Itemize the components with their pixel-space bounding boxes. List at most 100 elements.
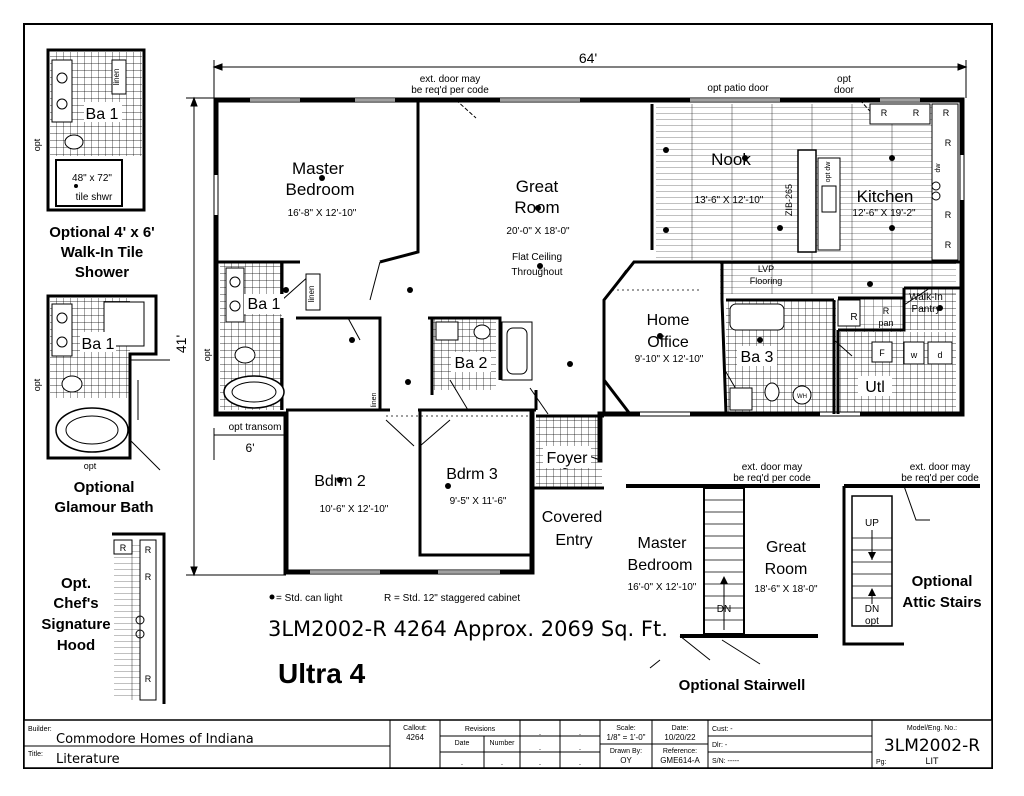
svg-text:Date:: Date: [672, 725, 689, 732]
kitchen-island [817, 157, 841, 251]
stair-great-label: Great [766, 539, 807, 556]
ba2-label: Ba 2 [455, 355, 488, 372]
svg-text:Walk-In Tile: Walk-In Tile [61, 244, 144, 261]
home-office-size: 9'-10" X 12'-10" [635, 354, 704, 365]
great-room-label: Great [516, 177, 559, 196]
svg-text:Number: Number [490, 740, 516, 747]
drawn-by-value: OY [620, 756, 632, 765]
svg-text:R: R [145, 674, 152, 684]
svg-text:Shower: Shower [75, 264, 129, 281]
svg-text:.: . [539, 743, 541, 752]
svg-text:opt dw: opt dw [825, 161, 832, 183]
svg-text:linen: linen [371, 393, 378, 408]
svg-text:.: . [501, 758, 503, 767]
series-title: Ultra 4 [278, 658, 366, 689]
shower-size: 48" x 72" [72, 173, 112, 184]
stairwell-title: Optional Stairwell [679, 677, 806, 694]
svg-text:Model/Eng. No.:: Model/Eng. No.: [907, 725, 957, 732]
svg-text:S/N: -----: S/N: ----- [712, 758, 740, 765]
chefs-hood-title: Opt. [61, 575, 91, 592]
svg-text:R: R [145, 572, 152, 582]
utl-label: Utl [865, 379, 885, 396]
svg-text:dw: dw [935, 163, 942, 173]
kitchen-label: Kitchen [857, 187, 914, 206]
opt-door-note: opt [837, 74, 851, 85]
svg-text:opt: opt [84, 461, 97, 471]
lvp-note: LVP [758, 264, 774, 274]
ba1-label: Ba 1 [248, 296, 281, 313]
glamour-ba1-label: Ba 1 [82, 336, 115, 353]
ba3-label: Ba 3 [741, 349, 774, 366]
title-block: Builder: Commodore Homes of Indiana Titl… [23, 719, 993, 769]
option-glamour-bath: Ba 1 opt opt Optional Glamour Bath [32, 294, 170, 516]
svg-text:tile shwr: tile shwr [76, 192, 113, 203]
svg-text:.: . [461, 758, 463, 767]
svg-text:Pg:: Pg: [876, 759, 887, 766]
svg-text:Attic Stairs: Attic Stairs [902, 594, 981, 611]
attic-stairs-title: Optional [912, 573, 973, 590]
legend-cabinet: R = Std. 12" staggered cabinet [384, 593, 520, 604]
ba3-tub [729, 303, 785, 331]
svg-text:R: R [943, 108, 950, 118]
drawing-title: Literature [56, 752, 120, 767]
svg-text:R: R [120, 543, 127, 553]
svg-text:Glamour Bath: Glamour Bath [54, 499, 153, 516]
svg-text:.: . [539, 758, 541, 767]
svg-text:Bedroom: Bedroom [286, 180, 355, 199]
svg-text:w: w [910, 350, 918, 360]
scale-value: 1/8" = 1'-0" [606, 733, 645, 742]
patio-door-note: opt patio door [707, 83, 769, 94]
shower-ba1-label: Ba 1 [86, 106, 119, 123]
walk-in-shower-title: Optional 4' x 6' [49, 224, 155, 241]
svg-text:R: R [945, 138, 952, 148]
svg-text:DN: DN [865, 604, 879, 615]
kitchen-peninsula [797, 149, 817, 253]
svg-text:opt: opt [32, 138, 42, 151]
svg-text:DN: DN [717, 604, 731, 615]
svg-text:Chef's: Chef's [53, 595, 98, 612]
option-walk-in-shower: Ba 1 linen 48" x 72" tile shwr opt Optio… [32, 48, 155, 281]
svg-text:Flooring: Flooring [750, 276, 783, 286]
great-room-size: 20'-0" X 18'-0" [506, 226, 570, 237]
svg-text:WH: WH [797, 394, 807, 400]
svg-text:Hood: Hood [57, 637, 95, 654]
glamour-bath-title: Optional [74, 479, 135, 496]
can-light-symbol [269, 594, 275, 600]
svg-text:opt: opt [202, 348, 212, 361]
svg-text:.: . [539, 728, 541, 737]
svg-text:16'-0" X 12'-10": 16'-0" X 12'-10" [628, 582, 697, 593]
svg-text:be req'd per code: be req'd per code [901, 473, 979, 484]
walk-in-pantry-label: Walk-In [909, 292, 943, 303]
svg-text:Title:: Title: [28, 751, 43, 758]
svg-text:Callout:: Callout: [403, 725, 427, 732]
ba1-toilet [234, 346, 256, 364]
depth-dimension: 41' [173, 335, 189, 353]
bdrm3-label: Bdrm 3 [446, 466, 498, 483]
builder-name: Commodore Homes of Indiana [56, 732, 254, 747]
bdrm3-size: 9'-5" X 11'-6" [450, 496, 507, 507]
svg-text:Drawn By:: Drawn By: [610, 748, 642, 755]
opt-transom-note: opt transom [229, 422, 282, 433]
svg-text:R: R [881, 108, 888, 118]
ext-door-note: ext. door may [420, 74, 481, 85]
date-value: 10/20/22 [664, 733, 696, 742]
main-floor-plan: Master Bedroom 16'-8" X 12'-10" Great Ro… [202, 74, 965, 575]
page-value: LIT [925, 756, 939, 766]
svg-text:.: . [579, 758, 581, 767]
svg-text:Builder:: Builder: [28, 726, 52, 733]
svg-text:Throughout: Throughout [511, 267, 562, 278]
svg-text:pan: pan [878, 318, 893, 328]
svg-text:d: d [937, 350, 942, 360]
svg-text:Reference:: Reference: [663, 748, 697, 755]
svg-text:18'-6" X 18'-0": 18'-6" X 18'-0" [754, 584, 818, 595]
option-attic-stairs: ext. door may be req'd per code UP DN op… [842, 462, 982, 646]
svg-text:R: R [913, 108, 920, 118]
width-dimension: 64' [579, 50, 597, 66]
nook-label: Nook [711, 150, 751, 169]
foyer-label: Foyer [547, 450, 589, 467]
svg-text:be req'd per code: be req'd per code [733, 473, 811, 484]
svg-text:be req'd per code: be req'd per code [411, 85, 489, 96]
svg-text:Signature: Signature [41, 616, 110, 633]
